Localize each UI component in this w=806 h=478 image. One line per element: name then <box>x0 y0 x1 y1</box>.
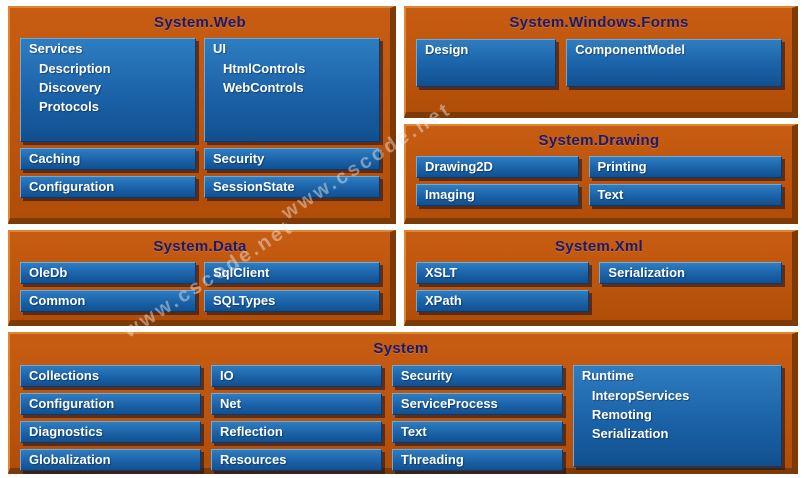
system-col-1: Collections Configuration Diagnostics Gl… <box>20 365 201 471</box>
system-columns: Collections Configuration Diagnostics Gl… <box>20 365 782 471</box>
namespace-cell: IO <box>210 365 382 387</box>
group-label: UI <box>213 41 226 56</box>
namespace-cell: Net <box>210 393 382 415</box>
sub-namespace: InteropServices <box>591 388 690 403</box>
block-system-data: System.Data OleDb SqlClient Common SQLTy… <box>8 230 396 326</box>
sub-namespace: WebControls <box>223 80 304 95</box>
namespace-cell: Configuration <box>20 176 196 198</box>
namespace-group-runtime: Runtime InteropServices Remoting Seriali… <box>572 365 782 467</box>
system-col-2: IO Net Reflection Resources <box>210 365 382 471</box>
block-title-system-drawing: System.Drawing <box>538 132 660 149</box>
namespace-cell: SessionState <box>204 176 380 198</box>
namespace-cell: Drawing2D <box>416 156 579 178</box>
block-system-windows-forms: System.Windows.Forms Design ComponentMod… <box>404 6 798 118</box>
sub-namespace: HtmlControls <box>223 61 306 76</box>
block-title-system-data: System.Data <box>153 238 247 255</box>
namespace-cell: XPath <box>416 290 590 312</box>
block-title-system-windows-forms: System.Windows.Forms <box>509 14 689 31</box>
block-system-web: System.Web Services Description Discover… <box>8 6 396 224</box>
namespace-cell: SQLTypes <box>204 290 380 312</box>
namespace-group-services: Services Description Discovery Protocols <box>20 38 196 142</box>
group-label: Services <box>29 41 83 56</box>
namespace-cell: Text <box>391 421 563 443</box>
block-system: System Collections Configuration Diagnos… <box>8 332 798 474</box>
sub-namespace: Description <box>39 61 111 76</box>
sub-namespace: Remoting <box>591 407 652 422</box>
drawing-row-1: Drawing2D Printing <box>416 156 782 178</box>
namespace-group-ui: UI HtmlControls WebControls <box>204 38 380 142</box>
group-label: Runtime <box>581 368 634 383</box>
xml-row-2: XPath <box>416 290 782 312</box>
namespace-cell: ComponentModel <box>566 39 782 87</box>
namespace-cell: OleDb <box>20 262 196 284</box>
block-system-xml: System.Xml XSLT Serialization XPath <box>404 230 798 326</box>
namespace-cell: Diagnostics <box>20 421 201 443</box>
namespace-cell: Serialization <box>599 262 782 284</box>
namespace-cell: Globalization <box>20 449 201 471</box>
system-col-3: Security ServiceProcess Text Threading <box>391 365 563 471</box>
system-col-4: Runtime InteropServices Remoting Seriali… <box>572 365 782 471</box>
namespace-cell: Resources <box>210 449 382 471</box>
ui-sub-list: HtmlControls WebControls <box>213 56 371 97</box>
namespace-cell: Caching <box>20 148 196 170</box>
namespace-cell: XSLT <box>416 262 590 284</box>
namespace-cell: Text <box>588 184 782 206</box>
drawing-row-2: Imaging Text <box>416 184 782 206</box>
web-row-2: Configuration SessionState <box>20 176 380 198</box>
winforms-row: Design ComponentModel <box>416 39 782 87</box>
namespace-cell: Common <box>20 290 196 312</box>
block-system-drawing: System.Drawing Drawing2D Printing Imagin… <box>404 124 798 224</box>
namespace-cell: Threading <box>391 449 563 471</box>
namespace-cell: Collections <box>20 365 201 387</box>
sub-namespace: Serialization <box>591 426 669 441</box>
data-row-1: OleDb SqlClient <box>20 262 380 284</box>
block-title-system-xml: System.Xml <box>554 238 644 255</box>
services-sub-list: Description Discovery Protocols <box>29 56 187 116</box>
namespace-cell: Security <box>204 148 380 170</box>
block-title-system-web: System.Web <box>154 14 246 31</box>
namespace-cell: ServiceProcess <box>391 393 563 415</box>
data-row-2: Common SQLTypes <box>20 290 380 312</box>
sub-namespace: Protocols <box>39 99 99 114</box>
block-title-system: System <box>373 340 429 357</box>
empty-slot <box>599 290 782 312</box>
namespace-cell: SqlClient <box>204 262 380 284</box>
namespace-cell: Security <box>391 365 563 387</box>
xml-row-1: XSLT Serialization <box>416 262 782 284</box>
web-row-1: Caching Security <box>20 148 380 170</box>
namespace-cell: Design <box>416 39 557 87</box>
sub-namespace: Discovery <box>39 80 102 95</box>
namespace-cell: Reflection <box>210 421 382 443</box>
namespace-cell: Imaging <box>416 184 579 206</box>
runtime-sub-list: InteropServices Remoting Serialization <box>582 383 773 443</box>
namespace-cell: Printing <box>588 156 782 178</box>
web-groups: Services Description Discovery Protocols… <box>20 38 380 142</box>
namespace-cell: Configuration <box>20 393 201 415</box>
